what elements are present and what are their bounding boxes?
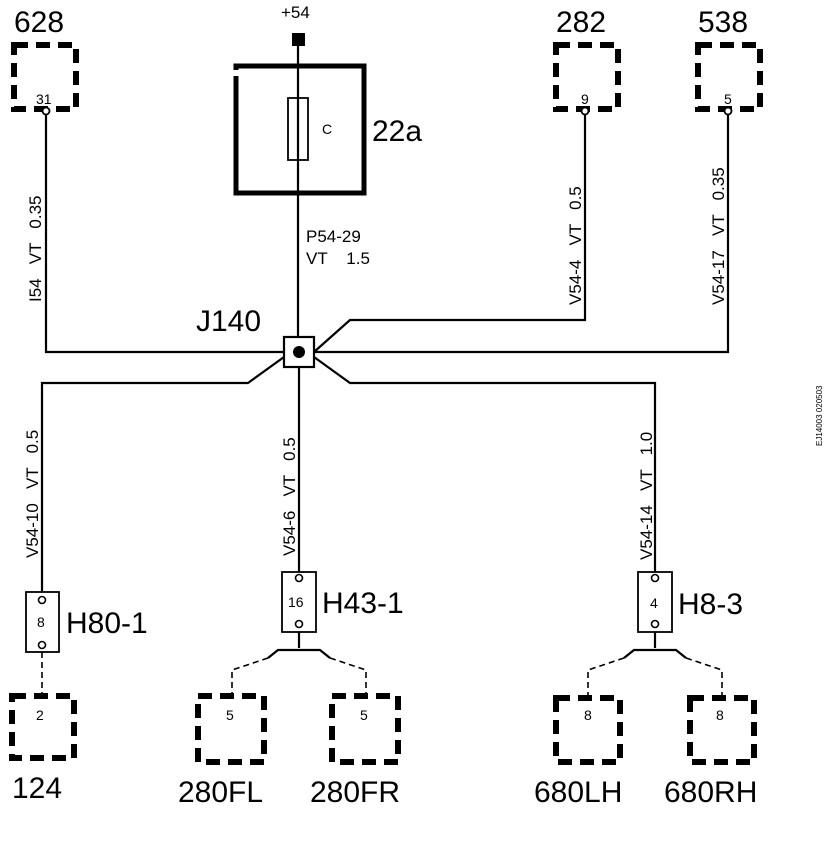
wire-v54-10 <box>40 356 285 591</box>
junction-dot <box>293 346 305 358</box>
splice-h43-1-top-terminal <box>294 573 304 583</box>
connector-124-pin: 2 <box>36 707 44 723</box>
wire-v54-10-label: V54-10 VT 0.5 <box>23 430 42 558</box>
connector-280fr-label: 280FR <box>310 776 400 809</box>
connector-280fl-pin: 5 <box>226 707 234 723</box>
supply-terminal <box>292 33 305 46</box>
wire-h8-to-680lh <box>587 657 625 696</box>
splice-h43-1-pin: 16 <box>288 594 304 610</box>
wire-i54 <box>44 114 284 354</box>
connector-280fr-pin: 5 <box>360 707 368 723</box>
wire-v54-14-label: V54-14 VT 1.0 <box>637 432 656 560</box>
wire-h8-fork <box>623 648 687 659</box>
connector-538-label: 538 <box>698 6 748 39</box>
connector-628-terminal <box>41 106 51 116</box>
splice-h8-3-pin: 4 <box>650 595 658 611</box>
connector-124-label: 124 <box>12 772 62 805</box>
fuse-label: 22a <box>372 115 422 148</box>
splice-h80-1-top-terminal <box>37 595 47 605</box>
wire-v54-17 <box>314 114 730 354</box>
wire-v54-4 <box>313 114 587 353</box>
main-wire-name: P54-29 <box>306 227 361 246</box>
connector-680rh-label: 680RH <box>664 776 757 809</box>
connector-280fl-label: 280FL <box>178 776 263 809</box>
connector-282-terminal <box>580 106 590 116</box>
wire-i54-label: I54 VT 0.35 <box>26 196 45 302</box>
splice-h8-3-label: H8-3 <box>678 588 743 621</box>
wire-h43-to-280fl <box>231 657 269 696</box>
wire-v54-14 <box>313 356 657 572</box>
wire-v54-17-label: V54-17 VT 0.35 <box>709 167 728 305</box>
splice-h80-1-bottom-terminal <box>37 640 47 650</box>
side-code: EJ14003 020503 <box>815 385 824 446</box>
wire-v54-6-label: V54-6 VT 0.5 <box>280 437 299 556</box>
connector-680lh-label: 680LH <box>534 776 622 809</box>
splice-h43-1-bottom-terminal <box>294 619 304 629</box>
connector-538-terminal <box>723 106 733 116</box>
connector-628-pin: 31 <box>36 91 52 107</box>
fuse-letter: C <box>322 121 332 137</box>
wire-h43-fork <box>267 648 331 659</box>
main-wire-color-size: VT 1.5 <box>306 249 370 268</box>
splice-h43-1-label: H43-1 <box>322 587 404 620</box>
connector-628-label: 628 <box>14 6 64 39</box>
splice-h80-1-pin: 8 <box>37 614 45 630</box>
splice-h8-3-bottom-terminal <box>650 619 660 629</box>
connector-282-pin: 9 <box>581 91 589 107</box>
connector-282-label: 282 <box>556 6 606 39</box>
wire-h8-to-680rh <box>685 657 723 696</box>
connector-538-pin: 5 <box>724 91 732 107</box>
junction-label: J140 <box>196 305 261 338</box>
connector-124 <box>9 693 77 761</box>
fuse-box-22a <box>233 63 367 196</box>
connector-680lh <box>553 695 623 765</box>
supply-label: +54 <box>281 3 310 22</box>
wire-v54-4-label: V54-4 VT 0.5 <box>566 186 585 305</box>
connector-280fl <box>195 693 267 765</box>
wire-h43-to-280fr <box>329 657 367 696</box>
connector-680rh <box>687 695 757 765</box>
connector-680lh-pin: 8 <box>584 707 592 723</box>
splice-h80-1-label: H80-1 <box>66 607 148 640</box>
connector-280fr <box>329 693 401 765</box>
connector-680rh-pin: 8 <box>716 707 724 723</box>
splice-h8-3-top-terminal <box>650 573 660 583</box>
